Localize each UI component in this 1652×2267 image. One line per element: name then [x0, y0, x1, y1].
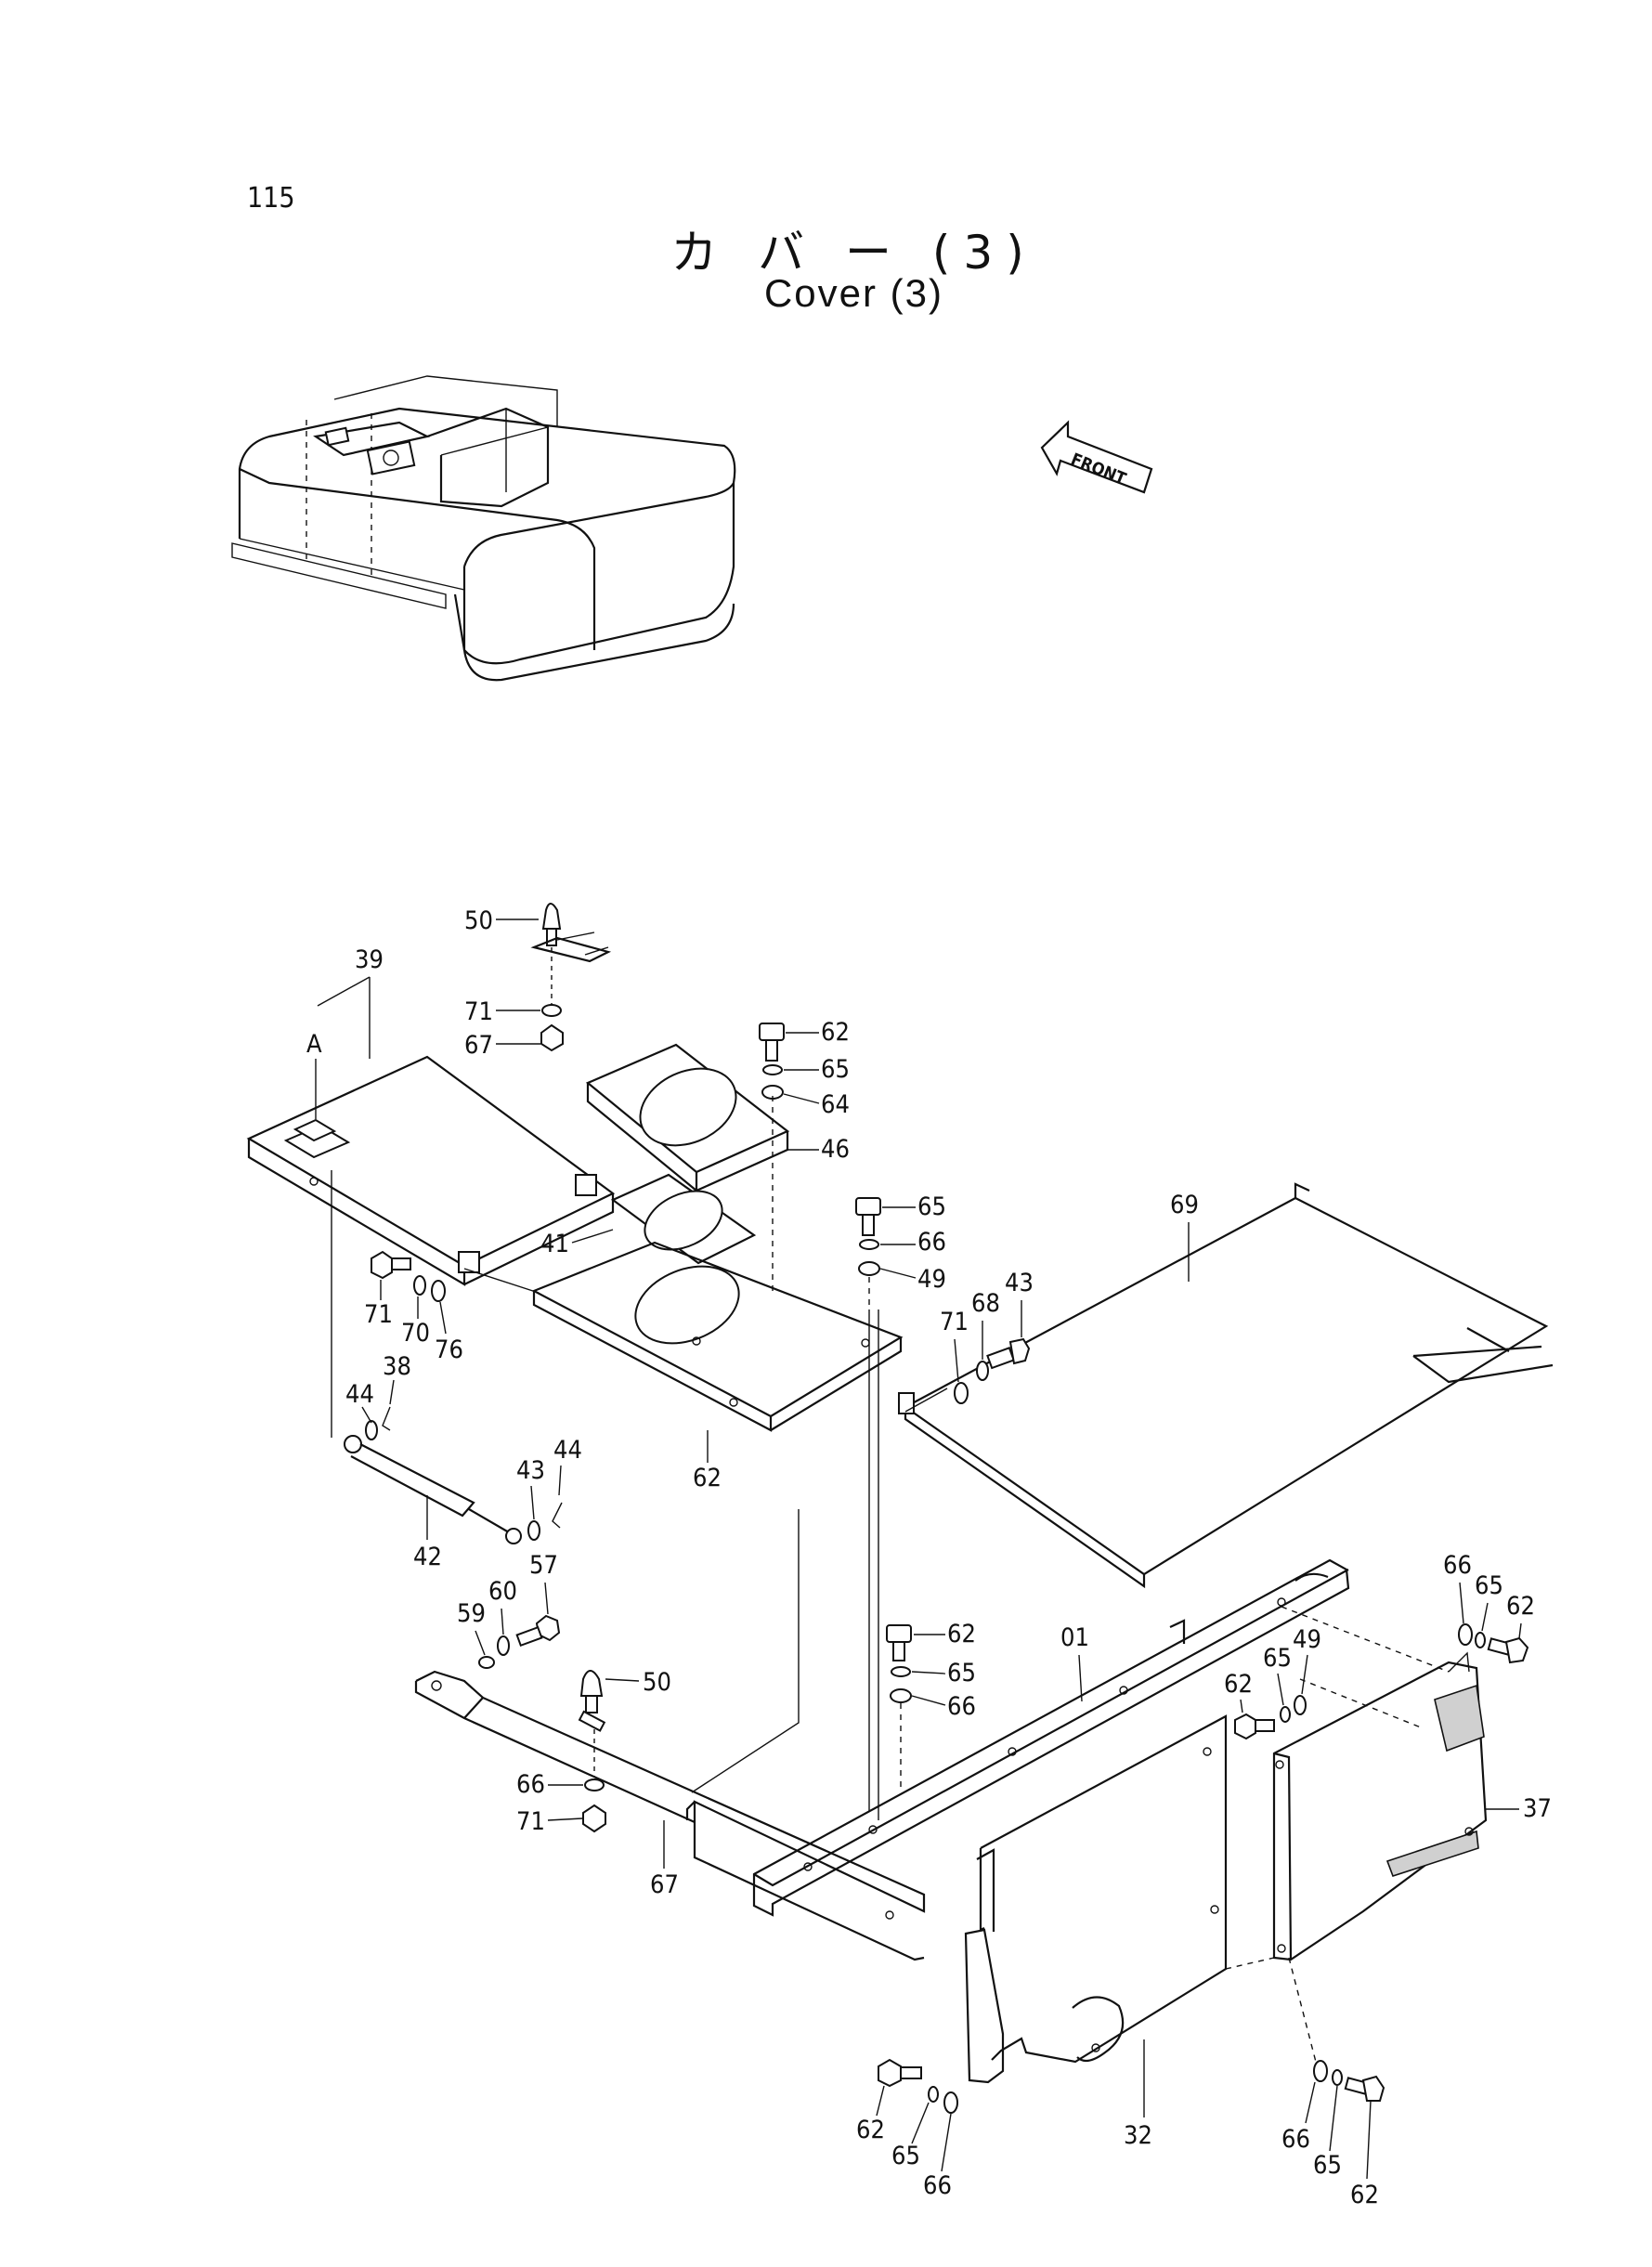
- bolt-68: [986, 1337, 1031, 1370]
- callout-66-mr-label: 49: [1293, 1625, 1321, 1654]
- bolt-62-lower-left: [878, 2058, 922, 2088]
- callout-44: 38: [383, 1352, 411, 1381]
- part-01-long-frame: [752, 1558, 1350, 1917]
- callout-43: 44: [345, 1380, 374, 1409]
- title-japanese: カ バ ー (3): [670, 226, 1037, 280]
- callout-60: 60: [488, 1577, 517, 1606]
- callout-62-right: 62: [1506, 1592, 1535, 1621]
- callout-66-lr: 66: [1281, 2125, 1310, 2154]
- bolt-69: [371, 1250, 411, 1280]
- callout-68: 43: [1005, 1269, 1034, 1297]
- callout-01: 01: [1060, 1623, 1089, 1652]
- callout-65-ll: 65: [891, 2142, 920, 2170]
- callout-62-mr: 62: [1224, 1670, 1253, 1699]
- callout-70: 76: [435, 1335, 463, 1364]
- front-direction-arrow: FRONT: [1040, 420, 1153, 494]
- callout-65: 65: [821, 1055, 850, 1084]
- view-label-a: A: [306, 1030, 322, 1059]
- callout-66-right: 66: [1443, 1551, 1472, 1580]
- callout-65-mr: 65: [1263, 1644, 1292, 1673]
- knob-bolt-50-lower: [578, 1670, 606, 1732]
- callout-57: 57: [529, 1551, 558, 1580]
- callout-66: 66: [947, 1692, 976, 1721]
- title-english: Cover (3): [763, 271, 944, 315]
- knob-bolt-50-top: [530, 903, 612, 963]
- callout-76: 71: [940, 1308, 969, 1336]
- callout-50: 50: [464, 906, 493, 935]
- callout-33: 37: [1523, 1794, 1552, 1823]
- callout-69: 71: [364, 1300, 393, 1329]
- part-49-cover-plate: [898, 1182, 1554, 1589]
- callout-67: 67: [464, 1031, 493, 1060]
- callout-39: 39: [355, 945, 384, 974]
- callout-37: 67: [650, 1870, 679, 1899]
- callout-64: 64: [821, 1090, 850, 1119]
- callout-42: 42: [413, 1543, 442, 1571]
- callout-71: 71: [464, 997, 493, 1026]
- bolt-62-right: [1487, 1636, 1529, 1664]
- machine-overview-sketch: [231, 375, 736, 682]
- callout-44: 44: [553, 1436, 582, 1465]
- callout-59: 59: [457, 1599, 486, 1628]
- callout-62-lr: 62: [1350, 2181, 1379, 2209]
- part-46-mount-bracket: [585, 1043, 790, 1193]
- callout-62: 62: [947, 1620, 976, 1648]
- callout-65-lr: 65: [1313, 2151, 1342, 2180]
- bolt-62-mid-right: [1234, 1713, 1275, 1740]
- callout-65: 65: [947, 1659, 976, 1687]
- callout-43: 43: [516, 1456, 545, 1485]
- bolt-62-upper: [759, 1023, 785, 1100]
- callout-62-ll: 62: [856, 2116, 885, 2144]
- callout-50-lower: 50: [643, 1668, 671, 1697]
- part-37-frame-bar: [414, 1670, 926, 1961]
- callout-66-first: 49: [917, 1265, 946, 1294]
- bolt-62-lower: [886, 1624, 912, 1703]
- callout-32: 32: [1124, 2121, 1152, 2150]
- part-42-gas-spring: [344, 1435, 522, 1544]
- callout-66-ll: 66: [923, 2171, 952, 2200]
- callout-38: 62: [693, 1464, 722, 1492]
- callout-71: 66: [516, 1770, 545, 1799]
- callout-41: 41: [540, 1230, 569, 1258]
- callout-62: 62: [821, 1018, 850, 1047]
- callout-46: 46: [821, 1135, 850, 1164]
- bolt-62-middle: [855, 1197, 881, 1276]
- callout-62-second: 65: [917, 1192, 946, 1221]
- bolt-57: [515, 1614, 561, 1648]
- part-39-top-plate: [246, 1055, 616, 1286]
- callout-49: 69: [1170, 1191, 1199, 1219]
- part-41-gasket: [610, 1173, 757, 1265]
- part-32-side-panel: [964, 1714, 1228, 2084]
- page-number: 115: [247, 182, 295, 215]
- bolt-62-lower-right: [1344, 2075, 1385, 2102]
- callout-71: 68: [971, 1289, 1000, 1318]
- callout-71: 70: [401, 1319, 430, 1348]
- part-33-side-panel: [1272, 1651, 1488, 1961]
- callout-65-second: 66: [917, 1228, 946, 1257]
- callout-65-right: 65: [1475, 1571, 1503, 1600]
- part-38-base-plate: [531, 1241, 904, 1432]
- callout-67: 71: [516, 1807, 545, 1836]
